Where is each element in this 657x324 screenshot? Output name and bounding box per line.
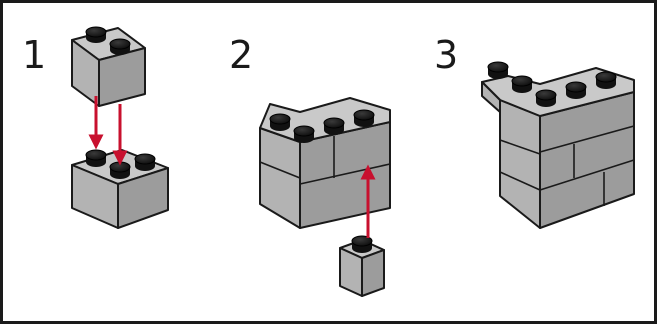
step-1-group [71, 26, 169, 229]
stud-icon [269, 113, 291, 131]
stud-icon [109, 161, 131, 179]
step-3-group [481, 61, 635, 229]
stud-icon [487, 61, 509, 79]
stud-icon [85, 26, 107, 43]
stud-icon [85, 149, 107, 167]
step1-base-brick [71, 149, 169, 229]
step-number-2: 2 [229, 33, 253, 77]
stud-icon [293, 125, 315, 143]
stud-icon [511, 75, 533, 93]
stud-icon [353, 109, 375, 127]
step-2-group [259, 97, 391, 297]
stud-icon [595, 71, 617, 89]
stud-icon [109, 38, 131, 55]
step1-top-brick [71, 26, 146, 107]
step2-left-face [259, 127, 301, 229]
stud-icon [134, 153, 156, 171]
stud-icon [323, 117, 345, 135]
stud-icon [565, 81, 587, 99]
stud-icon [535, 89, 557, 107]
step-number-3: 3 [434, 33, 458, 77]
step2-top-surface [259, 97, 391, 143]
stud-icon [351, 235, 373, 253]
step3-left-face [499, 99, 541, 229]
step-number-1: 1 [22, 33, 46, 77]
step2-small-brick [339, 235, 385, 297]
